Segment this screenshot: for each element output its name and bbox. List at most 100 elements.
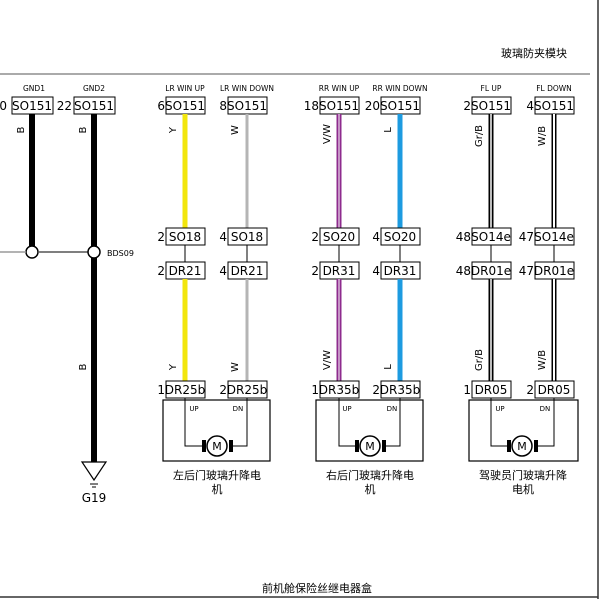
rr-down-wire-color-bottom: L [383,364,394,370]
lr-down-signal-label: LR WIN DOWN [220,84,274,93]
lr-down-top-pin: 8 [219,99,227,113]
ground-symbol [80,461,108,482]
lr-up-mid-pin: 2 [157,230,165,244]
fl-motor-m: M [517,440,527,453]
rr-down-signal-label: RR WIN DOWN [372,84,427,93]
rr-up-wire-color-top: V/W [322,124,333,144]
fl-down-mid-pin: 47 [519,230,534,244]
rr-down-mid2-connector: DR31 [384,264,417,278]
lr-motor-symbol [206,435,228,457]
left-rear-circuits: LR WIN UP 6 SO151 Y 2 SO18 2 DR21 Y 1 DR… [157,84,274,496]
rr-motor-m: M [365,440,375,453]
lr-up-bot-connector: DR25b [165,383,205,397]
right-rear-circuits: RR WIN UP 18 SO151 V/W 2 SO20 2 DR31 V/W… [304,84,428,496]
rr-down-bot-pin: 2 [372,383,380,397]
lr-down-mid2-connector: DR21 [231,264,264,278]
rr-up-mid-connector: SO20 [323,230,355,244]
fl-motor-dn-terminal: DN [540,405,551,413]
gnd1-wire-color: B [16,126,27,133]
fl-down-wire-color-bottom: W/B [537,350,548,370]
fl-down-mid2-connector: DR01e [534,264,574,278]
lr-up-mid-connector: SO18 [169,230,201,244]
rr-up-bot-connector: DR35b [319,383,359,397]
lr-down-wire-color-bottom: W [230,362,241,372]
gnd1-circuit: GND1 10 SO151 B [0,84,54,259]
lr-down-mid-connector: SO18 [231,230,263,244]
rr-down-wire-color-top: L [383,127,394,133]
lr-up-top-connector: SO151 [165,99,205,113]
lr-motor-name-2: 机 [212,482,223,496]
lr-down-mid-pin: 4 [219,230,227,244]
rr-down-mid2-pin: 4 [372,264,380,278]
gnd1-splice-node [25,245,39,259]
fl-up-wire-color-bottom: Gr/B [474,349,485,371]
gnd2-signal-label: GND2 [83,84,105,93]
rr-down-top-pin: 20 [365,99,380,113]
fl-down-top-pin: 4 [526,99,534,113]
lr-down-mid2-pin: 4 [219,264,227,278]
lr-up-bot-pin: 1 [157,383,165,397]
rr-motor-up-terminal: UP [342,405,351,413]
bottom-box-label: 前机舱保险丝继电器盒 [262,581,372,595]
lr-motor-m: M [212,440,222,453]
gnd1-signal-label: GND1 [23,84,45,93]
rr-motor-name-1: 右后门玻璃升降电 [326,468,414,482]
rr-down-mid-pin: 4 [372,230,380,244]
rr-up-wire-color-bottom: V/W [322,350,333,370]
lr-motor-up-terminal: UP [189,405,198,413]
rr-up-top-connector: SO151 [319,99,359,113]
fl-up-mid2-pin: 48 [456,264,471,278]
fl-up-mid-connector: SO14e [471,230,511,244]
lr-down-bot-connector: DR25b [227,383,267,397]
rr-down-mid-connector: SO20 [384,230,416,244]
fl-up-mid-pin: 48 [456,230,471,244]
gnd1-connector-label: SO151 [12,99,52,113]
rr-motor-name-2: 机 [365,482,376,496]
rr-up-bot-pin: 1 [311,383,319,397]
lr-up-mid2-pin: 2 [157,264,165,278]
fl-up-mid2-connector: DR01e [471,264,511,278]
fl-down-signal-label: FL DOWN [536,84,572,93]
fl-up-bot-connector: DR05 [475,383,508,397]
fl-down-mid2-pin: 47 [519,264,534,278]
lr-up-mid2-connector: DR21 [169,264,202,278]
lr-up-top-pin: 6 [157,99,165,113]
lr-down-bot-pin: 2 [219,383,227,397]
fl-up-signal-label: FL UP [481,84,502,93]
rr-motor-dn-terminal: DN [387,405,398,413]
rr-motor-symbol [359,435,381,457]
rr-up-mid2-pin: 2 [311,264,319,278]
lr-up-wire-color-bottom: Y [168,363,179,371]
lr-down-top-connector: SO151 [227,99,267,113]
gnd2-circuit: GND2 22 SO151 B B BDS09 G19 [57,84,134,505]
fl-down-bot-pin: 2 [526,383,534,397]
lr-up-wire-color-top: Y [168,126,179,134]
lr-motor-name-1: 左后门玻璃升降电 [173,468,261,482]
bds09-splice-node [87,245,101,259]
gnd2-wire-color-bottom: B [78,363,89,370]
fl-up-bot-pin: 1 [463,383,471,397]
gnd2-connector-label: SO151 [74,99,114,113]
ground-point-label: G19 [82,491,107,505]
lr-motor-dn-terminal: DN [233,405,244,413]
fl-down-wire-color-top: W/B [537,126,548,146]
rr-up-mid-pin: 2 [311,230,319,244]
fl-down-bot-connector: DR05 [538,383,571,397]
rr-up-signal-label: RR WIN UP [319,84,360,93]
gnd2-pin-number: 22 [57,99,72,113]
module-title: 玻璃防夹模块 [501,46,567,60]
fl-up-wire-color-top: Gr/B [474,125,485,147]
gnd2-wire-color-top: B [78,126,89,133]
lr-down-wire-color-top: W [230,125,241,135]
rr-up-mid2-connector: DR31 [323,264,356,278]
fl-up-top-pin: 2 [463,99,471,113]
fl-down-top-connector: SO151 [534,99,574,113]
fl-down-mid-connector: SO14e [534,230,574,244]
lr-up-signal-label: LR WIN UP [165,84,205,93]
rr-down-top-connector: SO151 [380,99,420,113]
fl-motor-name-1: 驾驶员门玻璃升降 [479,468,567,482]
fl-up-top-connector: SO151 [471,99,511,113]
fl-motor-up-terminal: UP [495,405,504,413]
splice-label: BDS09 [107,249,134,258]
